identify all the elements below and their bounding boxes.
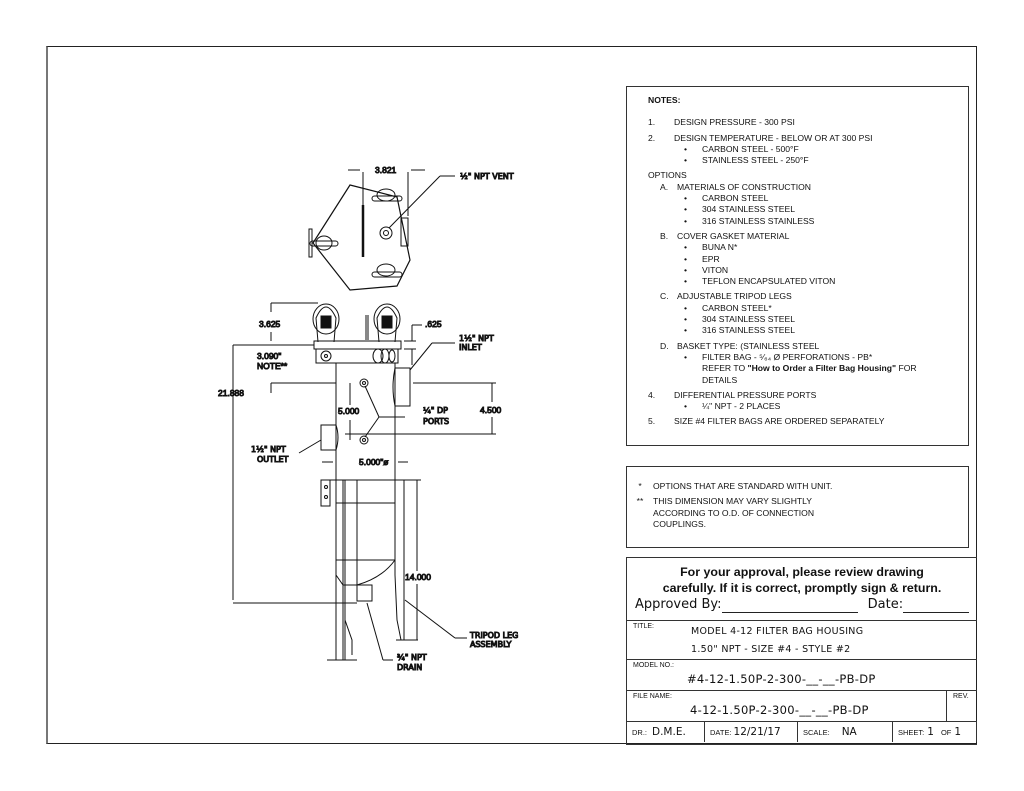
title-line2: 1.50" NPT - SIZE #4 - STYLE #2 xyxy=(691,644,851,655)
notes-panel: NOTES: 1.DESIGN PRESSURE - 300 PSI 2.DES… xyxy=(626,86,969,446)
title-section: TITLE: MODEL 4-12 FILTER BAG HOUSING 1.5… xyxy=(627,621,977,660)
model-section: MODEL NO.: #4-12-1.50P-2-300-__-__-PB-DP xyxy=(627,660,977,691)
inlet-label-line1: 1½" NPT xyxy=(459,334,494,343)
legend-panel: *OPTIONS THAT ARE STANDARD WITH UNIT. **… xyxy=(626,466,969,548)
date-label: Date: xyxy=(867,597,904,612)
option-item: B.COVER GASKET MATERIAL xyxy=(660,230,790,241)
title-block: For your approval, please review drawing… xyxy=(626,557,977,745)
note-item: 5.SIZE #4 FILTER BAGS ARE ORDERED SEPARA… xyxy=(648,416,885,427)
outlet-label-line1: 1½" NPT xyxy=(251,445,286,454)
dim-overall-height: 21.888 xyxy=(218,388,244,398)
dp-label-line2: PORTS xyxy=(423,417,449,426)
approval-message-line1: For your approval, please review drawing xyxy=(680,565,924,579)
sheet-total: 1 xyxy=(954,726,962,738)
outlet-label-line2: OUTLET xyxy=(257,455,289,464)
dim-port-spacing: 5.000 xyxy=(338,406,360,416)
dim-width-top: 3.821 xyxy=(375,165,397,175)
option-item: C.ADJUSTABLE TRIPOD LEGS xyxy=(660,291,792,302)
drain-label-line2: DRAIN xyxy=(397,663,422,672)
options-header: OPTIONS xyxy=(648,170,687,181)
dim-note-ref: NOTE** xyxy=(257,361,288,371)
top-view: 3.821 ½" NPT VENT xyxy=(308,165,514,291)
model-number: #4-12-1.50P-2-300-__-__-PB-DP xyxy=(687,672,876,686)
note-bullets: ¼" NPT - 2 PLACES xyxy=(648,401,960,413)
dim-flange-thickness: .625 xyxy=(425,319,442,329)
scale-cell: SCALE:NA xyxy=(798,722,893,742)
title-line1: MODEL 4-12 FILTER BAG HOUSING xyxy=(691,626,864,637)
vent-label: ½" NPT VENT xyxy=(460,172,514,181)
scale-value: NA xyxy=(841,726,857,738)
side-view: 3.625 21.888 3.090" NOTE** .625 1½" NPT … xyxy=(218,302,519,673)
dim-inlet-offset: 4.500 xyxy=(480,405,502,415)
note-item: 1.DESIGN PRESSURE - 300 PSI xyxy=(648,117,795,128)
reference-link-text: "How to Order a Filter Bag Housing" xyxy=(747,363,897,374)
option-item: D.BASKET TYPE: (STAINLESS STEEL xyxy=(660,340,820,351)
notes-header: NOTES: xyxy=(648,95,681,105)
drain-label-line1: ¾" NPT xyxy=(397,653,427,662)
approved-by-label: Approved By: xyxy=(635,597,722,612)
option-bullets: CARBON STEEL* 304 STAINLESS STEEL 316 ST… xyxy=(648,303,960,337)
dp-label-line1: ¼" DP xyxy=(423,406,448,415)
drawn-by-value: D.M.E. xyxy=(652,726,686,738)
dim-eyebolt-height: 3.625 xyxy=(259,319,281,329)
inlet-label-line2: INLET xyxy=(459,343,482,352)
tripod-label-line2: ASSEMBLY xyxy=(470,640,511,649)
note-item: 4.DIFFERENTIAL PRESSURE PORTS xyxy=(648,389,817,400)
option-bullets: CARBON STEEL 304 STAINLESS STEEL 316 STA… xyxy=(648,193,960,227)
note-bullets: CARBON STEEL - 500°F STAINLESS STEEL - 2… xyxy=(648,144,960,167)
option-item: A.MATERIALS OF CONSTRUCTION xyxy=(660,181,812,192)
revision-cell: REV. xyxy=(953,693,969,700)
date-cell: DATE:12/21/17 xyxy=(705,722,798,742)
approval-message-line2: carefully. If it is correct, promptly si… xyxy=(662,581,942,595)
option-bullets: BUNA N* EPR VITON TEFLON ENCAPSULATED VI… xyxy=(648,242,960,287)
approval-date-field[interactable] xyxy=(903,597,970,613)
dim-body-diameter: 5.000"ø xyxy=(359,457,388,467)
dim-note-value: 3.090" xyxy=(257,351,281,361)
dim-leg-height: 14.000 xyxy=(405,572,431,582)
tripod-label-line1: TRIPOD LEG xyxy=(469,631,518,640)
option-bullets: FILTER BAG - ⁵⁄₆₄ Ø PERFORATIONS - PB* R… xyxy=(648,352,960,386)
sheet-value: 1 xyxy=(927,726,934,738)
drawing-border xyxy=(46,46,977,744)
approval-section: For your approval, please review drawing… xyxy=(627,558,977,621)
date-value: 12/21/17 xyxy=(733,726,781,738)
note-item: 2.DESIGN TEMPERATURE - BELOW OR AT 300 P… xyxy=(648,132,873,143)
file-section: FILE NAME: 4-12-1.50P-2-300-__-__-PB-DP … xyxy=(627,691,977,722)
legend-item: *OPTIONS THAT ARE STANDARD WITH UNIT. xyxy=(638,481,833,491)
file-name: 4-12-1.50P-2-300-__-__-PB-DP xyxy=(690,703,869,717)
approved-by-field[interactable] xyxy=(721,597,858,613)
drawn-by-cell: DR.:D.M.E. xyxy=(627,722,705,742)
footer-row: DR.:D.M.E. DATE:12/21/17 SCALE:NA SHEET:… xyxy=(627,722,977,742)
